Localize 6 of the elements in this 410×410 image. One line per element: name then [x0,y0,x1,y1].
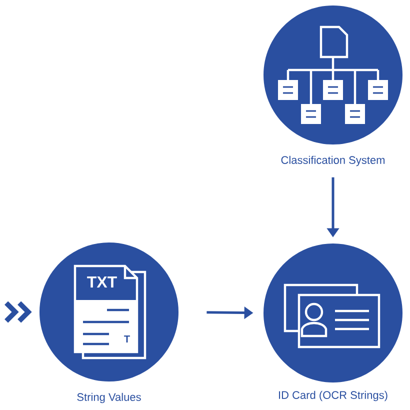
node-label: Classification System [281,156,385,166]
node-label: String Values [77,392,141,404]
chevron-arrow [4,300,32,324]
icon-letters: TXT [87,276,117,288]
node-label: ID Card (OCR Strings) [279,390,388,402]
icon-letters: T [124,336,130,342]
